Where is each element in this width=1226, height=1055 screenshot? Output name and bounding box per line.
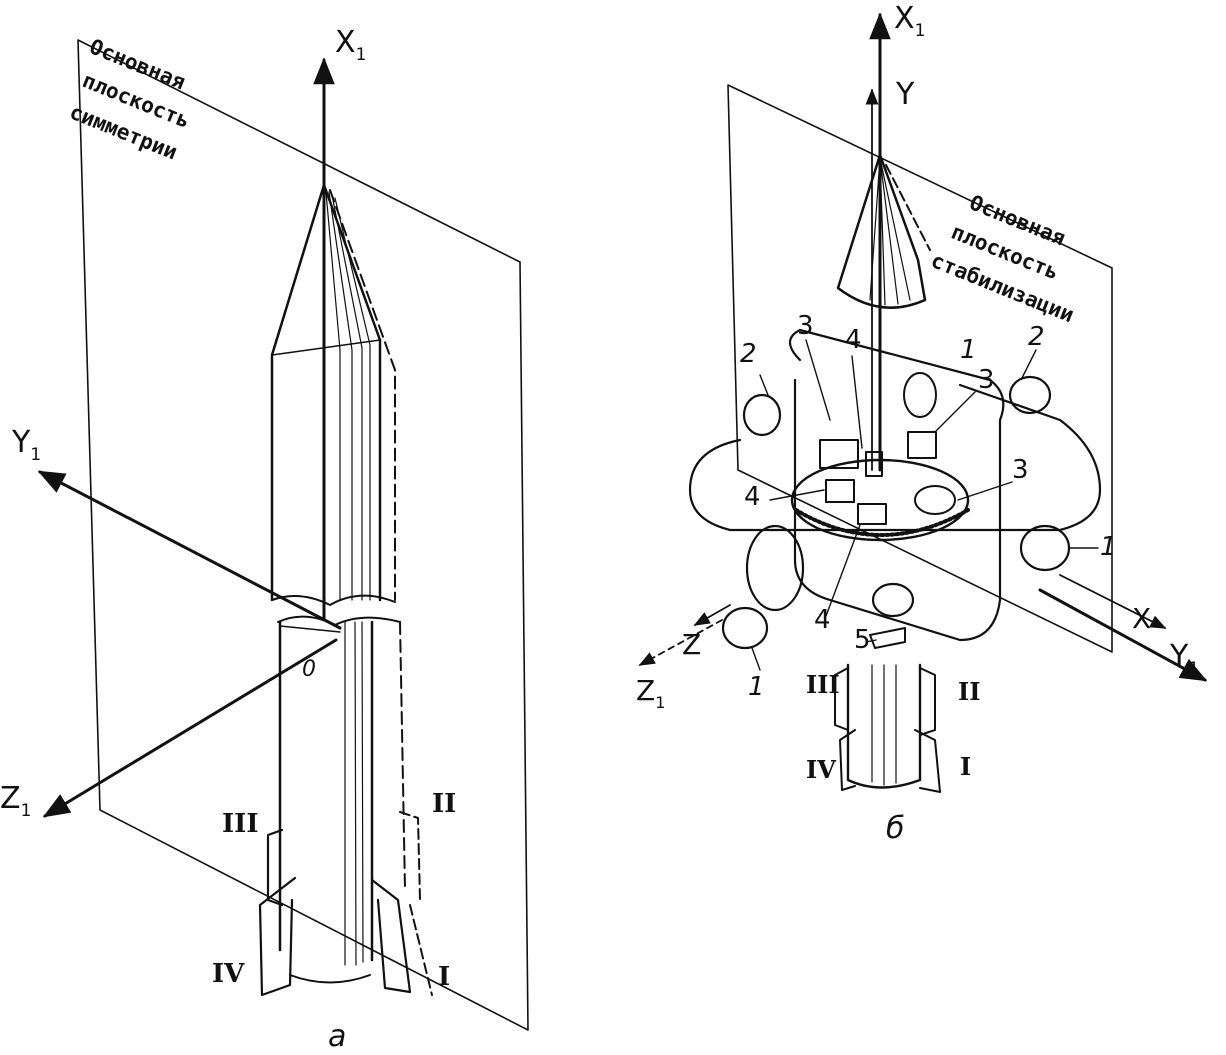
fin-III xyxy=(266,828,284,907)
callout-1-top: 1 xyxy=(960,335,977,365)
label-y1-b: Y1 xyxy=(1169,639,1199,679)
fin-IV xyxy=(258,876,297,997)
callout-3-mid: 3 xyxy=(978,365,995,395)
upper-break xyxy=(271,594,396,606)
axis-y1-a xyxy=(37,470,342,630)
body-hidden-edge xyxy=(399,621,406,891)
gyro-unit-right xyxy=(907,431,937,459)
panel-b: Основная плоскость стабилизации xyxy=(636,1,1208,846)
cone-joint xyxy=(271,339,381,356)
body-shading xyxy=(344,621,364,966)
tail-shading-b xyxy=(871,664,897,786)
block-4-lower xyxy=(857,503,887,525)
label-z1-b: Z1 xyxy=(636,674,665,712)
label-x-b: X xyxy=(1132,602,1151,635)
nose-cone-b xyxy=(836,153,927,309)
fin-label-II-b: II xyxy=(958,677,980,706)
cone-shading xyxy=(325,191,371,601)
nose-hidden-b xyxy=(885,164,931,251)
fin-label-III-b: III xyxy=(806,670,840,699)
gimbal-loop-vertical xyxy=(788,328,1005,642)
motor-1-front xyxy=(721,606,769,650)
axis-x-b xyxy=(1059,574,1167,629)
gyro-unit-front xyxy=(914,485,956,515)
callout-2-right: 2 xyxy=(1028,322,1045,352)
symmetry-plane-caption: Основная плоскость симметрии xyxy=(66,34,193,164)
label-z1-a: Z1 xyxy=(0,781,31,821)
callout-4-top: 4 xyxy=(845,325,862,355)
fin-label-IV-b: IV xyxy=(806,755,836,784)
fin-II-b xyxy=(919,667,936,736)
motor-top xyxy=(903,372,937,418)
lower-break xyxy=(277,615,401,626)
label-x1-a: X1 xyxy=(335,25,366,65)
stabilization-plane-caption: Основная плоскость стабилизации xyxy=(928,190,1078,327)
fin-IV-b xyxy=(839,729,856,791)
panel-a: Основная плоскость симметрии xyxy=(0,25,529,1054)
bottom-motor xyxy=(871,582,915,618)
fin-III-b xyxy=(834,667,849,731)
panel-label-b: б xyxy=(886,811,905,846)
label-x1-b: X1 xyxy=(894,1,925,41)
label-y-b: Y xyxy=(895,77,915,112)
stabilization-plane xyxy=(727,84,1113,653)
gear-wheel xyxy=(745,524,805,612)
fin-I-b xyxy=(914,729,941,793)
symmetry-plane xyxy=(77,39,529,1031)
label-z-b: Z xyxy=(682,628,701,661)
sensor-5 xyxy=(869,627,906,649)
rocket-body xyxy=(258,183,433,997)
body-base xyxy=(289,974,371,984)
platform-gear-rim xyxy=(794,508,970,537)
callout-4-left: 4 xyxy=(744,482,761,512)
axis-z-b xyxy=(693,604,731,626)
origin-tick xyxy=(279,625,341,633)
tail-body-b xyxy=(846,663,922,789)
callout-4-bottom: 4 xyxy=(814,605,831,635)
callout-leaders xyxy=(751,339,1099,671)
nose-left-edge xyxy=(270,183,326,602)
block-4-left xyxy=(825,479,855,503)
motor-1-right xyxy=(1019,524,1071,572)
fin-label-I-a: I xyxy=(438,962,450,992)
fin-II-hidden xyxy=(399,811,433,996)
callout-2-left: 2 xyxy=(740,339,757,369)
axis-z1-a xyxy=(42,638,338,818)
gyro-unit-left xyxy=(819,439,859,469)
fin-label-I-b: I xyxy=(960,752,971,781)
block-4-upper xyxy=(865,451,883,477)
fin-label-IV-a: IV xyxy=(212,959,245,989)
panel-label-a: а xyxy=(328,1019,346,1054)
fin-label-II-a: II xyxy=(432,789,456,819)
nose-hidden-edge xyxy=(329,189,396,601)
label-y1-a: Y1 xyxy=(11,425,41,465)
stabilized-platform xyxy=(790,458,970,542)
callout-5: 5 xyxy=(854,625,871,655)
axis-z1-b xyxy=(638,619,723,666)
fin-I xyxy=(370,878,412,994)
motor-2-left xyxy=(742,393,782,437)
callout-1-right: 1 xyxy=(1100,532,1117,562)
callout-1-front: 1 xyxy=(748,672,765,702)
callout-3-right: 3 xyxy=(1012,455,1029,485)
origin-label-a: 0 xyxy=(302,657,316,682)
motor-2-right xyxy=(1008,375,1052,415)
fin-label-III-a: III xyxy=(222,809,259,839)
callout-3-left: 3 xyxy=(797,311,814,341)
nose-shading-b xyxy=(869,157,911,306)
axis-y1-b xyxy=(1038,588,1208,682)
